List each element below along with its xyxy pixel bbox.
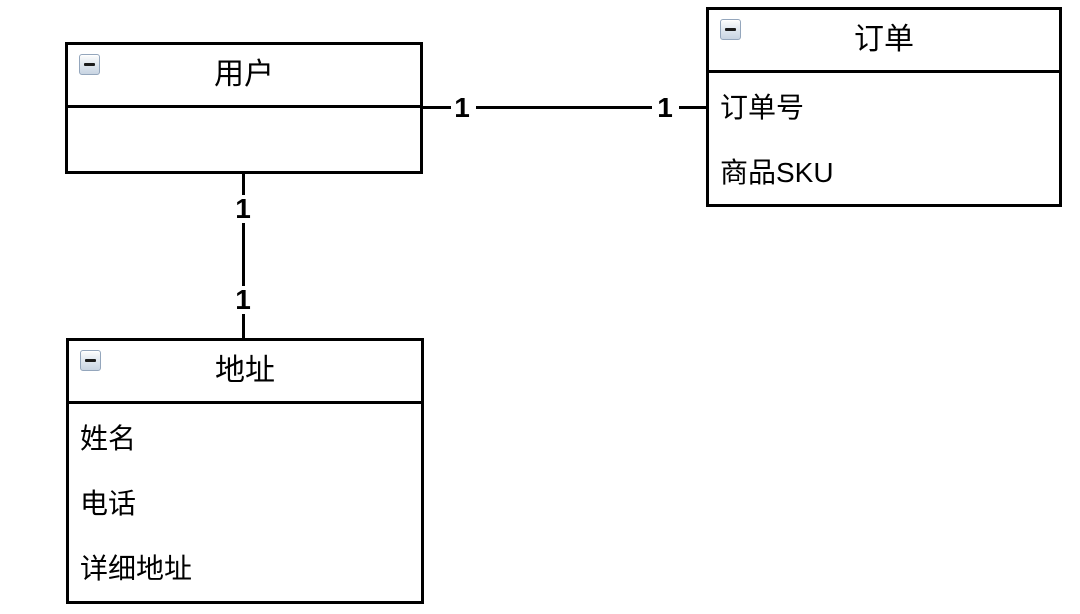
cardinality-label[interactable]: 1 <box>232 195 254 223</box>
connector-line-segment[interactable] <box>476 106 652 109</box>
connector-line-segment[interactable] <box>242 221 245 287</box>
field-product-sku[interactable]: 商品SKU <box>720 156 834 188</box>
entity-header: 用户 <box>68 45 420 108</box>
connector-line-segment[interactable] <box>679 106 706 109</box>
minus-bar <box>85 359 96 362</box>
collapse-minus-icon[interactable] <box>80 350 101 371</box>
field-phone[interactable]: 电话 <box>80 487 137 519</box>
entity-title: 订单 <box>854 23 914 56</box>
connector-line-segment[interactable] <box>242 174 245 198</box>
connector-line-segment[interactable] <box>242 313 245 338</box>
entity-header: 地址 <box>69 341 421 404</box>
collapse-minus-icon[interactable] <box>720 19 741 40</box>
entity-address[interactable]: 地址 姓名 电话 详细地址 <box>66 338 424 604</box>
collapse-minus-icon[interactable] <box>79 54 100 75</box>
connector-line-segment[interactable] <box>423 106 451 109</box>
entity-order[interactable]: 订单 订单号 商品SKU <box>706 7 1062 207</box>
minus-bar <box>725 28 736 31</box>
cardinality-label[interactable]: 1 <box>232 286 254 314</box>
entity-body: 姓名 电话 详细地址 <box>69 404 421 599</box>
cardinality-label[interactable]: 1 <box>654 94 676 122</box>
field-order-number[interactable]: 订单号 <box>720 91 805 123</box>
entity-user[interactable]: 用户 <box>65 42 423 174</box>
field-detail-address[interactable]: 详细地址 <box>80 552 193 584</box>
field-name[interactable]: 姓名 <box>80 422 137 454</box>
cardinality-label[interactable]: 1 <box>451 94 473 122</box>
entity-body: 订单号 商品SKU <box>709 73 1059 203</box>
minus-bar <box>84 63 95 66</box>
entity-title: 地址 <box>215 354 275 387</box>
entity-header: 订单 <box>709 10 1059 73</box>
entity-title: 用户 <box>214 58 274 91</box>
